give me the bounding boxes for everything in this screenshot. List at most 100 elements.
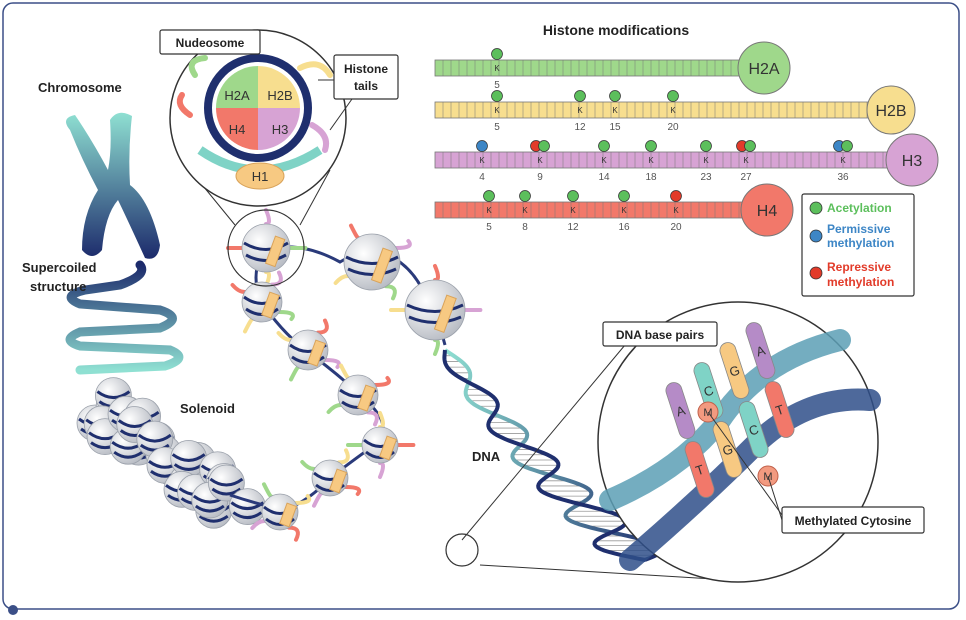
histone-tail [262,482,273,499]
modification-mark-ac [618,190,630,202]
dna-wrap [347,267,397,276]
histone-tail [339,363,350,380]
lysine-site-letter: K [743,156,749,165]
histone-core-label: H4 [757,203,778,220]
histone-core-label: H2A [748,61,779,78]
modification-mark-ac [700,140,712,152]
base-pair: GC [719,342,769,458]
supercoiled-label-2: structure [30,279,86,294]
h1-linker [357,384,376,412]
svg-text:M: M [703,407,712,419]
histone-tail [337,448,350,465]
modification-mark-ac [574,90,586,102]
histone-tail [323,358,341,369]
h2a-label: H2A [224,88,250,103]
histone-tail [349,223,360,240]
histone-tail [270,270,283,287]
histone-tail [276,331,293,342]
permissive-label-1: Permissive [827,222,891,236]
histone-tail [287,525,300,542]
lysine-site-letter: K [537,156,543,165]
supercoiled-structure-icon [65,260,184,375]
modification-mark-ac [667,90,679,102]
lysine-site-number: 5 [486,222,492,233]
histone-tail [250,519,267,530]
helix-strand [443,348,665,562]
lysine-site-letter: K [670,106,676,115]
fiber-nucleosome [226,208,308,288]
lysine-site-number: 5 [494,80,500,91]
acetylation-dot [809,201,823,215]
base-letter: C [702,382,716,399]
dna-wrap [245,253,287,262]
histone-tail [343,485,362,496]
helix-strand [442,349,646,562]
base-pair: AT [665,382,715,498]
modification-mark-ac [483,190,495,202]
histone-tail [366,410,379,427]
base-letter: G [727,362,741,379]
h3-label: H3 [272,122,289,137]
histone-tail [373,376,391,387]
lysine-site-number: 20 [667,122,679,133]
corner-dot [8,605,18,615]
permissive-label-2: methylation [827,236,894,250]
lysine-site-letter: K [673,206,679,215]
modification-mark-ac [538,140,550,152]
fiber-nucleosome [326,363,391,427]
h1-linker [261,291,280,319]
modification-mark-ac [491,90,503,102]
modification-legend: Acetylation Permissive methylation Repre… [801,193,915,297]
zoom-line [479,564,731,581]
h1-linker [433,294,457,334]
histone-core-h2a [737,41,791,95]
histone-core-h4 [740,183,794,237]
dna-helix [442,348,665,562]
fiber-nucleosome [250,482,312,542]
lysine-site-letter: K [648,156,654,165]
histone-tails-label-2: tails [354,79,378,93]
repressive-dot [809,266,823,280]
modification-mark-pm [476,140,488,152]
lysine-site-letter: K [621,206,627,215]
lysine-site-number: 18 [645,172,657,183]
tail-bar [434,59,741,77]
histone-tail [378,461,385,479]
h1-linker [279,502,298,528]
nucleosome-label: Nudeosome [176,36,245,50]
lysine-site-number: 14 [598,172,610,183]
base [745,322,776,379]
solenoid-nucleosome [228,488,266,525]
fiber-nucleosome [230,270,295,334]
base [684,441,715,498]
nucleosome-detail: H2A H2B H4 H3 H1 [169,29,347,207]
tail-bar [434,201,746,219]
histone-bars: H2AK5H2BK5K12K15K20H3K4K9K14K18K23K27K36… [434,41,939,237]
fiber-nucleosome [346,411,416,479]
lysine-site-letter: K [577,106,583,115]
modification-mark-ac [744,140,756,152]
outer-frame [2,2,960,610]
lysine-site-number: 27 [740,172,752,183]
base-pair: CG [693,362,743,478]
h1-label: H1 [252,169,269,184]
dna-zoom-target [445,533,479,567]
lysine-site-number: 8 [522,222,528,233]
histone-core-h2b [866,85,916,135]
lysine-site-number: 9 [537,172,543,183]
dna-wrap [243,241,289,251]
histone-tail [384,284,397,301]
lysine-site-number: 20 [670,222,682,233]
repressive-label-1: Repressive [827,260,891,274]
fiber-nucleosome [389,264,483,356]
lysine-site-number: 23 [700,172,712,183]
base [738,401,769,458]
lysine-site-letter: K [486,206,492,215]
nucleosome-zoom-target [227,209,305,287]
modification-mark-ac [519,190,531,202]
supercoiled-label-1: Supercoiled [22,260,96,275]
